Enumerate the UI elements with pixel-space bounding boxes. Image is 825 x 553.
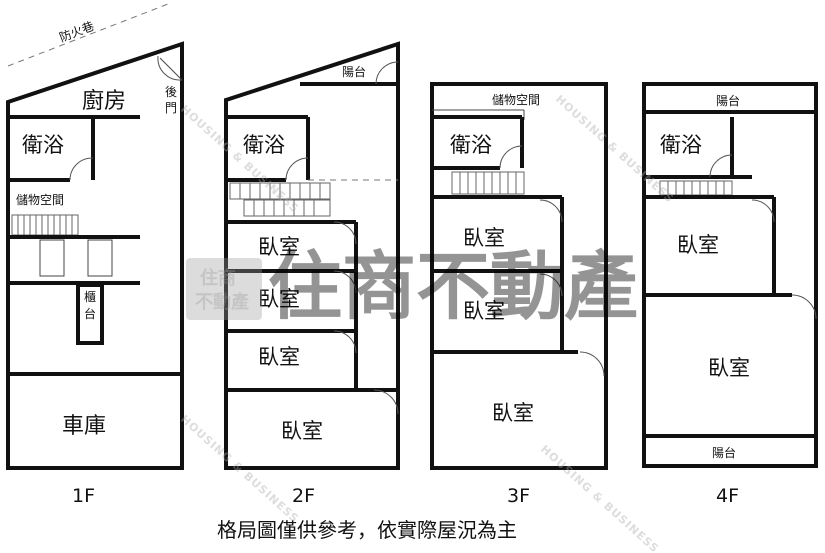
bedroom-3f-2-label: 臥室 — [463, 299, 505, 323]
bath-4f-label: 衛浴 — [660, 133, 702, 157]
storage-3f-label: 儲物空間 — [492, 93, 540, 107]
floor-4f-outline — [642, 82, 818, 468]
fire-lane-label: 防火巷 — [57, 18, 96, 45]
bedroom-3f-1-label: 臥室 — [463, 226, 505, 250]
floor-1f: 廚房 後 門 衛浴 儲物空間 櫃 台 車庫 1F — [6, 41, 184, 507]
floor-2f-label: 2F — [292, 485, 315, 507]
back-door-swing — [157, 55, 183, 81]
counter-label-2: 台 — [84, 306, 96, 321]
bedroom-3f-3-label: 臥室 — [492, 401, 534, 425]
stairs-2f — [229, 182, 331, 217]
stairs-1f — [11, 214, 79, 236]
stairs-4f — [659, 180, 733, 196]
garage-label: 車庫 — [62, 414, 106, 439]
floor-1f-label: 1F — [72, 485, 95, 507]
kitchen-label: 廚房 — [82, 89, 126, 114]
disclaimer-caption: 格局圖僅供參考，依實際屋況為主 — [217, 518, 517, 542]
floor-2f-outline — [224, 41, 400, 470]
floor-2f: 陽台 衛浴 臥室 臥室 臥室 臥室 2F — [224, 41, 400, 507]
balcony-2f-label: 陽台 — [342, 64, 366, 79]
floor-4f: 陽台 衛浴 臥室 臥室 陽台 4F — [642, 82, 818, 507]
bedroom-2f-2-label: 臥室 — [258, 287, 300, 311]
balcony-4f-bottom-label: 陽台 — [712, 445, 736, 460]
watermark-seal: 住商 不動產 — [186, 258, 262, 320]
floor-3f-label: 3F — [507, 485, 530, 507]
stairs-3f — [451, 171, 525, 195]
counter-label-1: 櫃 — [84, 290, 96, 304]
bedroom-4f-2-label: 臥室 — [708, 356, 750, 380]
watermark-seal-bottom: 不動產 — [195, 291, 249, 313]
storage-1f-label: 儲物空間 — [16, 193, 64, 207]
balcony-4f-top-label: 陽台 — [716, 93, 740, 108]
bedroom-2f-4-label: 臥室 — [281, 419, 323, 443]
back-door-label-2: 門 — [165, 101, 177, 115]
counter-box — [76, 283, 104, 345]
back-door-label-1: 後 — [165, 85, 177, 99]
floor-3f-outline — [430, 82, 608, 470]
floor-3f: 儲物空間 衛浴 臥室 臥室 臥室 3F — [430, 82, 608, 507]
watermark-seal-top: 住商 — [200, 267, 236, 289]
bath-2f-label: 衛浴 — [243, 133, 285, 157]
bedroom-2f-1-label: 臥室 — [258, 235, 300, 259]
watermark-diag-2: HOUSING & BUSINESS — [553, 93, 676, 206]
bedroom-2f-3-label: 臥室 — [258, 345, 300, 369]
bath-1f-label: 衛浴 — [22, 133, 64, 157]
floor-1f-outline — [6, 41, 184, 470]
bedroom-4f-1-label: 臥室 — [677, 233, 719, 257]
watermark-main: 住商不動產 — [268, 244, 638, 330]
floor-4f-label: 4F — [716, 485, 739, 507]
bath-3f-label: 衛浴 — [450, 133, 492, 157]
